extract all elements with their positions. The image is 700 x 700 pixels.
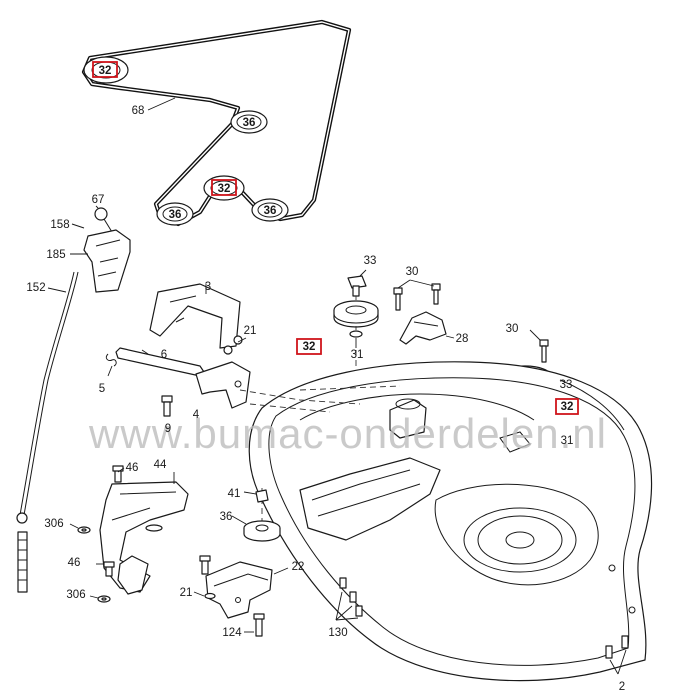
deck-bracket-22 [193,555,289,637]
height-lever-assembly [70,205,131,293]
callout-nut-41: 41 [228,488,241,500]
bolts-30-mid [393,279,441,311]
callout-nut-33-mid: 33 [364,255,377,267]
callout-bolt-46-top: 46 [126,462,139,474]
callout-rod: 6 [161,349,167,361]
callout-bracket: 3 [205,281,211,293]
callout-belt-pulley-right: 36 [243,117,256,129]
bolts-46 [96,465,125,577]
nut-33-mid [347,275,367,297]
bolt-9 [161,395,173,417]
callout-bolt-46-bottom: 46 [68,557,81,569]
callout-belt: 68 [132,105,145,117]
callout-bolt-30-mid: 30 [406,266,419,278]
belt-idler-pulley-center [203,175,245,201]
callout-chute-44: 44 [154,459,167,471]
washers-306 [69,523,111,603]
lever-bracket [83,229,131,293]
idler-pulley-mid [333,300,379,328]
callout-washer-31-right: 31 [561,435,574,447]
highlight-idler-right [555,398,579,415]
arm-28 [399,311,455,345]
callout-nut-33-right: 33 [560,379,573,391]
callout-bolt-130: 130 [328,627,347,639]
highlight-idler-center [211,179,237,196]
callout-bracket-22: 22 [292,561,305,573]
callout-nut-21-upper: 21 [244,325,257,337]
callout-idler-right: 32 [561,401,574,413]
callout-lever: 185 [46,249,65,261]
callout-cable: 152 [26,282,45,294]
pulley-assembly-lower [231,489,281,542]
belt-assembly [81,19,352,227]
callout-belt-pulley-left: 36 [169,209,182,221]
highlight-idler-top [92,61,118,78]
callout-belt-pulley-bottom: 36 [264,205,277,217]
callout-bolt-30-right: 30 [506,323,519,335]
discharge-chute [99,472,189,595]
nut-21-upper [223,335,247,355]
spring [105,353,117,377]
callout-washer-31-mid: 31 [351,349,364,361]
callout-pulley-36-lower: 36 [220,511,233,523]
watermark: www.bumac-onderdelen.nl [88,410,607,457]
highlight-idler-mid [296,338,322,355]
callout-bolt-9: 9 [165,423,171,435]
callout-idler-mid: 32 [303,341,316,353]
callout-belt-idler-center: 32 [218,183,231,195]
control-cable [16,271,79,593]
callout-spring: 5 [99,383,105,395]
idler-assembly-middle [333,269,379,400]
callout-belt-idler-top: 32 [99,65,112,77]
knob [94,207,108,221]
callout-bracket-4: 4 [193,409,200,421]
belt-pulley-right [230,110,268,134]
callout-screw-158: 158 [50,219,69,231]
callout-knob: 67 [92,194,105,206]
callout-nut-21-lower: 21 [180,587,193,599]
belt-pulley-bottom [251,198,289,222]
callout-washer-306-bottom: 306 [66,589,85,601]
washer-31-mid [349,330,363,338]
bolts-130 [335,577,363,621]
bolts-2 [605,635,629,675]
callout-bolt-2: 2 [619,681,625,693]
callout-bolt-124: 124 [222,627,242,639]
bracket-4 [195,361,251,409]
mount-bracket [149,283,241,349]
belt-pulley-left [156,202,194,226]
callout-washer-306-top: 306 [44,518,63,530]
callout-arm-28: 28 [456,333,469,345]
